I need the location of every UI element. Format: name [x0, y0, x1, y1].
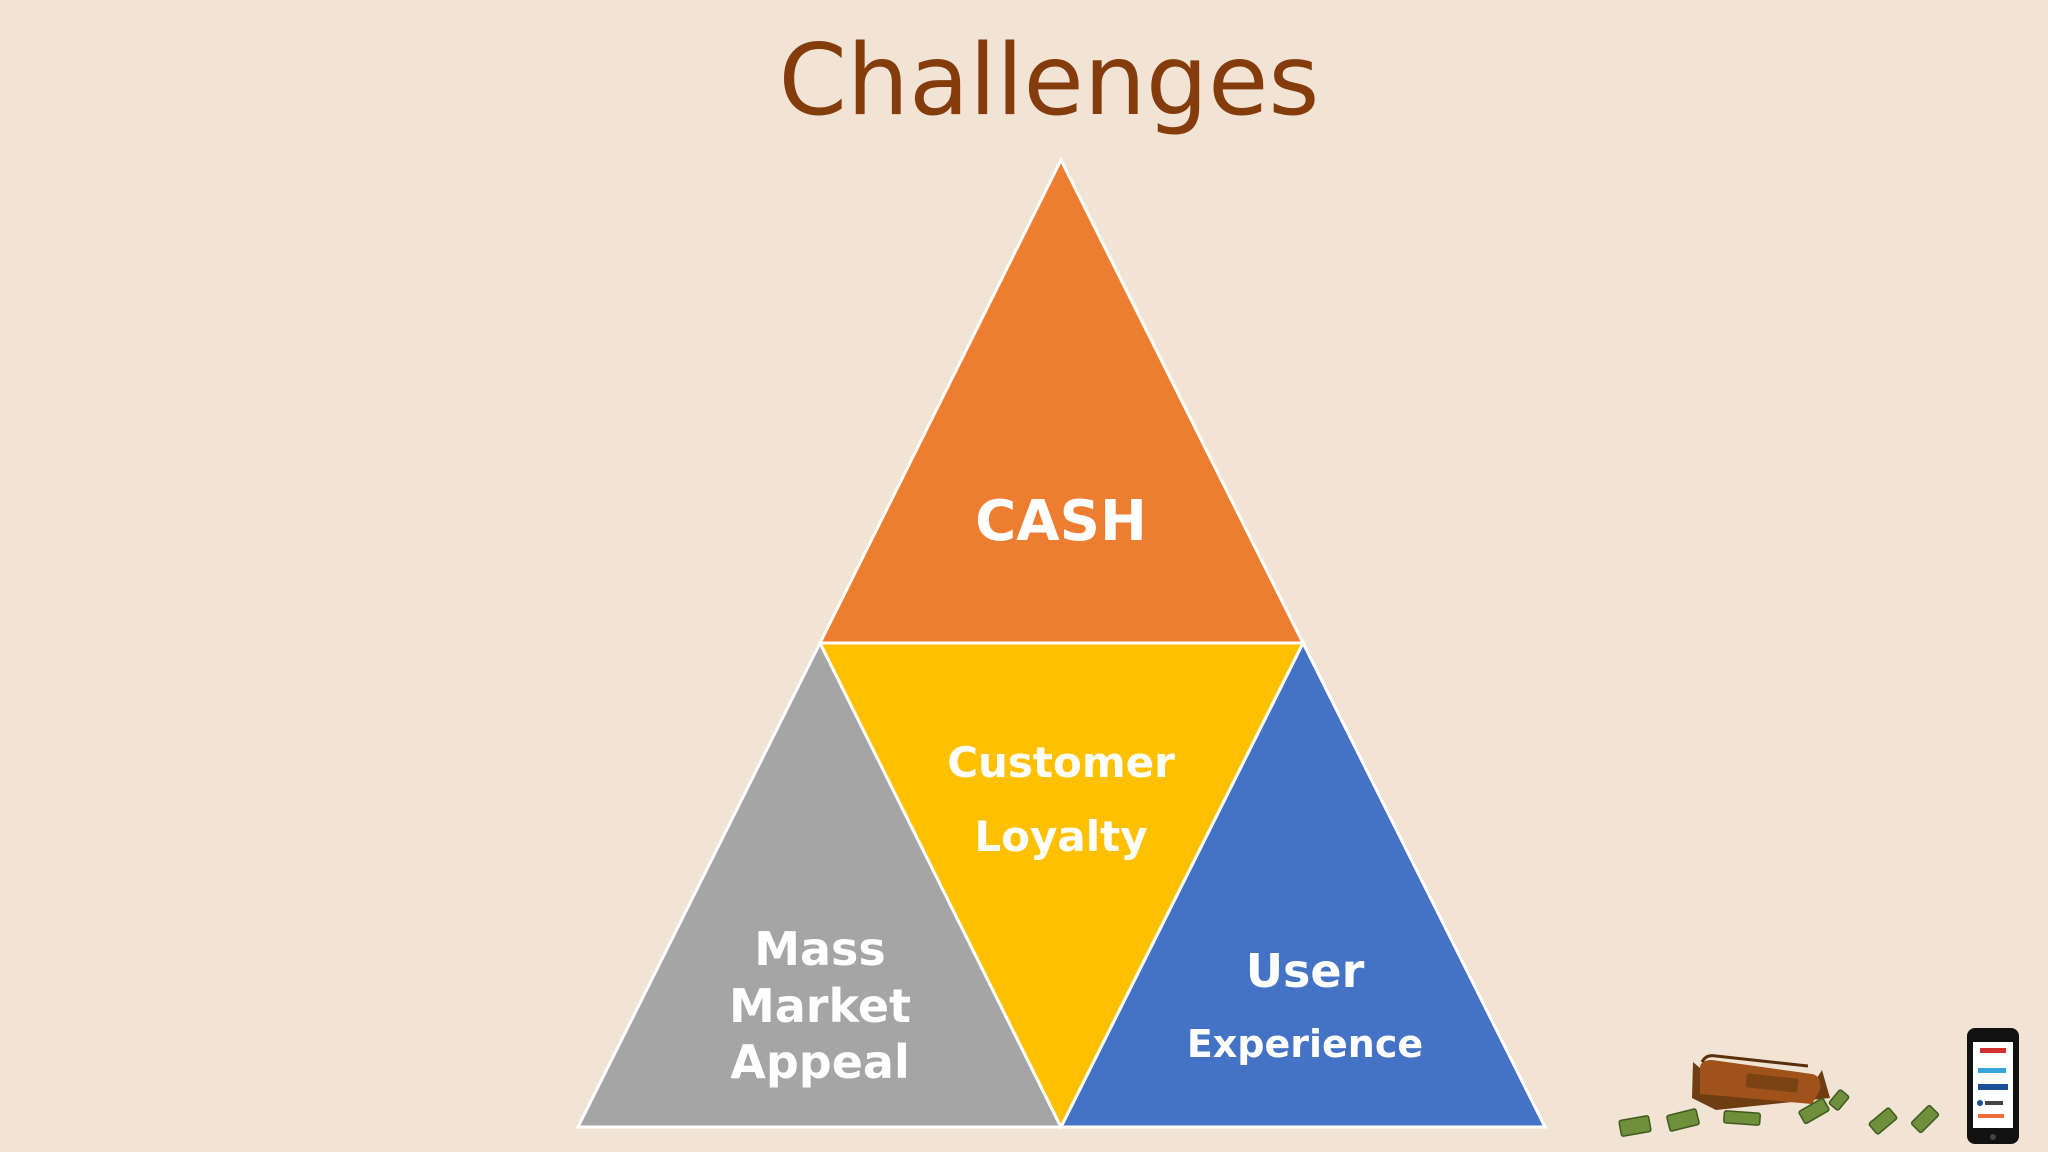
mass-market-appeal-label-line3: Appeal — [730, 1035, 909, 1089]
slide-title: Challenges — [778, 24, 1320, 138]
wallet-icon — [1692, 1054, 1830, 1110]
customer-loyalty-triangle — [817, 641, 1306, 1131]
smartphone-icon — [1967, 1028, 2019, 1144]
mass-market-appeal-label-line2: Market — [729, 979, 911, 1033]
cash-label: CASH — [975, 489, 1147, 554]
user-experience-label-line2: Experience — [1187, 1022, 1423, 1066]
customer-loyalty-label-line2: Loyalty — [974, 812, 1147, 861]
mass-market-appeal-label-line1: Mass — [754, 922, 886, 976]
money-icon — [1618, 1089, 1940, 1137]
user-experience-label-line1: User — [1246, 944, 1365, 998]
customer-loyalty-label-line1: Customer — [947, 738, 1175, 787]
